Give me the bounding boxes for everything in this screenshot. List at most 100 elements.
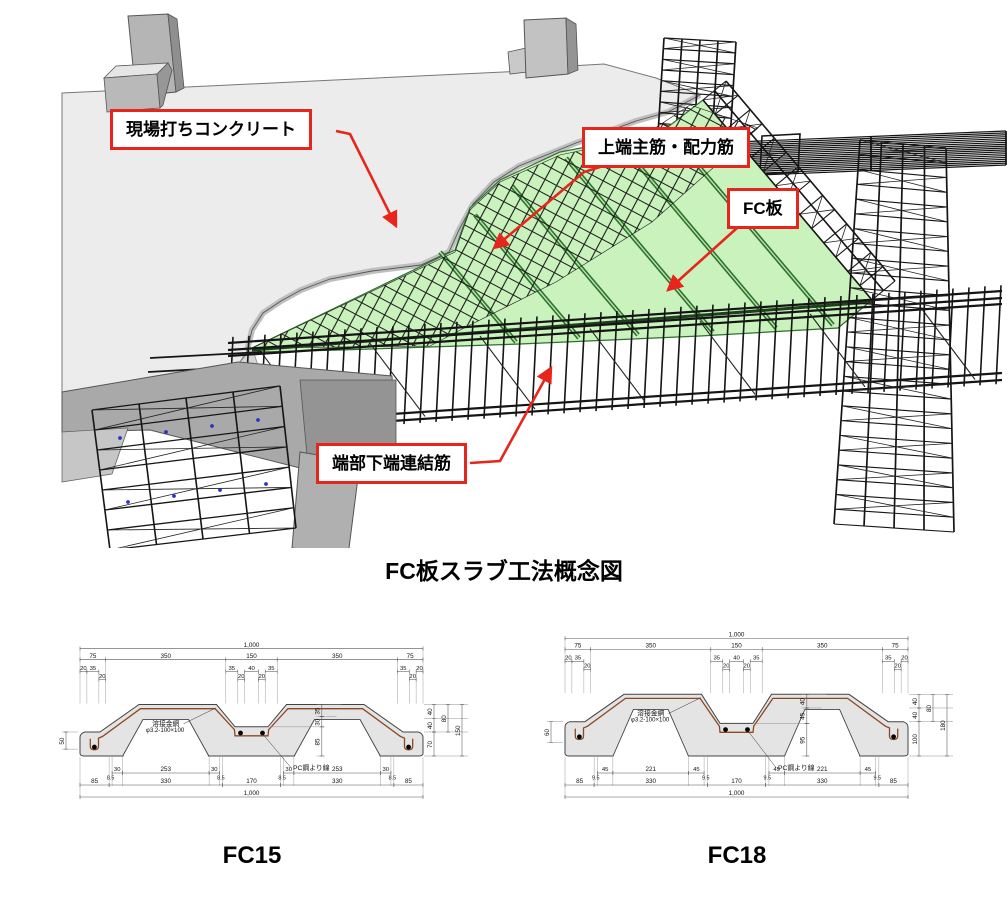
dimension-label: 30 [285,767,292,773]
dimension-label: 221 [645,766,656,773]
dimension-label: φ3.2-100×100 [146,727,185,734]
dimension-label: 45 [773,767,780,773]
dimension-label: 350 [160,653,171,660]
callout-top-main-rebar: 上端主筋・配力筋 [582,127,750,168]
concept-3d-scene [61,13,1007,548]
dimension-label: 40 [800,698,807,706]
callout-label: 現場打ちコンクリート [126,120,296,139]
welded-wire-mesh [89,708,414,751]
pc-strand-dot [891,734,896,740]
dimension-label: 253 [160,766,171,773]
dimension-label: 150 [731,642,742,649]
dimension-label: 20 [259,674,266,680]
dimension-label: 1,000 [244,790,260,797]
concrete-column-stub-right [507,17,579,79]
pc-strand-dot [92,744,97,750]
dimension-label: 20 [584,663,591,669]
dimension-label: 40 [248,666,255,672]
dimension-label: 40 [427,708,434,716]
pc-strand-dot [238,730,243,736]
dimension-label: 45 [865,767,872,773]
dimension-label: 80 [441,715,448,723]
dimension-label: 8.5 [278,776,286,782]
pc-strand-dot [723,727,728,732]
dimension-label: 20 [565,655,572,661]
pc-strand-dot [745,727,750,732]
dimension-label: 35 [228,666,235,672]
dimension-label: 35 [753,655,760,661]
dimension-label: 85 [405,778,413,785]
dimension-label: 85 [890,778,898,785]
dimension-label: 350 [332,653,343,660]
dimension-label: 1,000 [244,642,260,649]
dimension-label: 35 [713,655,720,661]
dimension-label: 330 [645,778,656,785]
dimension-label: 70 [427,741,434,749]
pc-strand-dot [406,744,411,750]
welded-wire-mesh [574,697,899,741]
callout-fc-board: FC板 [727,188,799,229]
dimension-label: PC鋼より線 [778,763,815,772]
dimension-label: 35 [315,707,322,715]
callout-label: 端部下端連結筋 [332,454,451,473]
dimension-label: 170 [731,778,742,785]
rebar-column-right [833,139,955,533]
callout-cast-in-place-concrete: 現場打ちコンクリート [110,109,312,150]
dimension-label: 9.5 [702,776,710,782]
dimension-label: 40 [733,655,740,661]
dimension-label: 221 [817,766,828,773]
rebar-box-top-right [759,133,801,175]
dimension-label: 75 [574,642,582,649]
dimension-label: 170 [246,778,257,785]
dimension-label: 8.5 [107,776,115,782]
dimension-label: 80 [926,704,933,712]
dimension-label: 30 [114,767,121,773]
rebar-cage-bottom-left [91,385,297,548]
dimension-label: 150 [455,725,462,736]
dimension-label: 8.5 [217,776,225,782]
concrete-column-stub-left [102,13,185,113]
dimension-label: 40 [912,698,919,706]
dimension-label: 20 [416,666,423,672]
dimension-label: 35 [400,666,407,672]
panel-profile [564,693,909,757]
dimension-label: 9.5 [764,776,772,782]
dimension-label: 330 [332,778,343,785]
dimension-label: 350 [817,642,828,649]
dimension-label: 85 [315,738,322,746]
dimension-label: 20 [80,666,87,672]
dimension-label: 1,000 [729,790,745,797]
dimension-label: φ3.2-100×100 [631,717,670,724]
dimension-label: 9.5 [592,776,600,782]
dimension-label: 35 [885,655,892,661]
dimension-label: 45 [800,712,807,720]
dimension-label: 95 [800,736,807,744]
dimension-label: 45 [602,767,609,773]
dimension-label: 40 [912,711,919,719]
dimension-label: 50 [59,737,66,745]
pc-strand-dot [260,730,265,736]
figure-caption: FC板スラブ工法概念図 [385,558,623,584]
dimension-label: 253 [332,766,343,773]
dimension-label: 20 [901,655,908,661]
dimension-label: 350 [645,642,656,649]
dimension-label: 330 [160,778,171,785]
dimension-label: 20 [744,663,751,669]
fc15-title: FC15 [222,842,282,869]
concept-3d-figure: 現場打ちコンクリート 上端主筋・配力筋 FC板 端部下端連結筋 [61,13,1007,548]
callout-label: 上端主筋・配力筋 [598,138,734,157]
dimension-label: 75 [89,653,97,660]
dimension-label: 35 [575,655,582,661]
dimension-label: 40 [427,722,434,730]
dimension-label: 85 [91,778,99,785]
dimension-label: 20 [409,674,416,680]
dimension-label: 20 [238,674,245,680]
dimension-label: 溶接金網 [637,709,664,718]
dimension-label: 100 [912,734,919,745]
dimension-label: 30 [211,767,218,773]
dimension-label: 180 [940,720,947,731]
dimension-label: 20 [894,663,901,669]
dimension-label: 75 [407,653,415,660]
